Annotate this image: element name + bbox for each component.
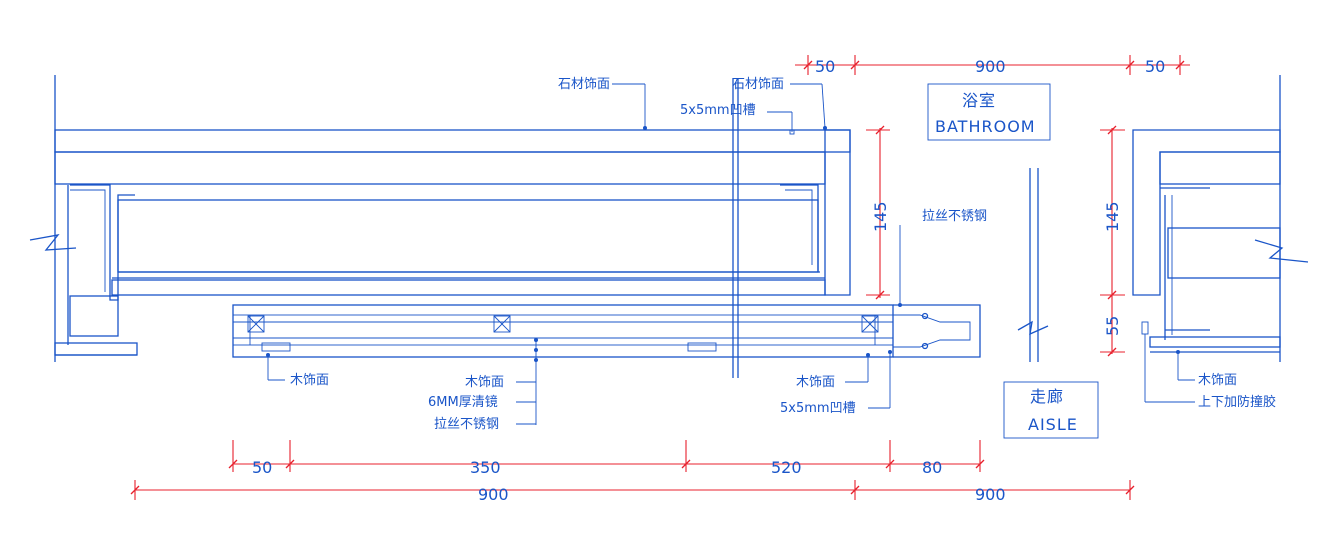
stone-finish-label-left: 石材饰面 — [558, 77, 610, 92]
leader-wood-left: 木饰面 — [266, 353, 329, 388]
aisle-label-en: AISLE — [1028, 415, 1078, 434]
bathroom-label-box: 浴室 BATHROOM — [927, 83, 1051, 141]
wood-finish-label-middle: 木饰面 — [465, 375, 504, 390]
bumper-rubber-label: 上下加防撞胶 — [1198, 394, 1276, 410]
dim-bottom-350: 350 — [470, 458, 501, 477]
leader-door-right: 木饰面 5x5mm凹槽 — [780, 350, 892, 416]
groove-label-top: 5x5mm凹槽 — [680, 103, 756, 118]
dimension-bottom-segments: 50 350 520 80 — [228, 440, 985, 477]
dim-total-left-900: 900 — [478, 485, 509, 504]
blocking-left — [247, 315, 265, 333]
groove-label-bottom: 5x5mm凹槽 — [780, 401, 856, 416]
dim-top-right-50: 50 — [1145, 57, 1165, 76]
leader-groove-top: 5x5mm凹槽 — [680, 103, 795, 135]
wood-finish-label-door: 木饰面 — [796, 375, 835, 390]
bathroom-label-en: BATHROOM — [935, 117, 1036, 136]
aisle-label-cn: 走廊 — [1030, 387, 1064, 406]
leader-stone-left: 石材饰面 — [558, 77, 647, 130]
aisle-label-box: 走廊 AISLE — [1003, 381, 1099, 439]
left-wall-section — [29, 75, 851, 378]
dim-bottom-520: 520 — [771, 458, 802, 477]
dimension-top: 50 900 50 — [795, 55, 1190, 76]
bathroom-label-cn: 浴室 — [962, 91, 996, 110]
wood-finish-label-left: 木饰面 — [290, 373, 329, 388]
dim-bottom-50: 50 — [252, 458, 272, 477]
dimension-vertical-right: 145 55 — [1100, 125, 1125, 357]
mirror-label: 6MM厚清镜 — [428, 395, 498, 410]
dim-vertical-55: 55 — [1103, 316, 1122, 336]
dimension-vertical-left: 145 — [866, 125, 890, 300]
stone-finish-label-right: 石材饰面 — [732, 77, 784, 92]
dimension-bottom-total: 900 900 — [130, 480, 1135, 504]
blocking-right — [861, 315, 879, 333]
leader-stack-middle: 木饰面 6MM厚清镜 拉丝不锈钢 — [428, 338, 538, 432]
right-wall-section — [1132, 75, 1309, 362]
wood-finish-label-far-right: 木饰面 — [1198, 373, 1237, 388]
center-stud — [1017, 168, 1049, 362]
dim-vertical-145-right: 145 — [1103, 201, 1122, 232]
sliding-door-panel — [232, 304, 981, 358]
blocking-middle — [493, 315, 511, 333]
dim-top-900: 900 — [975, 57, 1006, 76]
leader-stone-right: 石材饰面 — [732, 77, 827, 130]
leader-far-right: 木饰面 上下加防撞胶 — [1144, 334, 1276, 410]
dim-total-right-900: 900 — [975, 485, 1006, 504]
leader-brushed-steel-right: 拉丝不锈钢 — [898, 209, 987, 307]
brushed-steel-label-bottom: 拉丝不锈钢 — [434, 417, 499, 432]
brushed-steel-label-right: 拉丝不锈钢 — [922, 209, 987, 224]
dim-vertical-145-left: 145 — [871, 201, 890, 232]
dim-top-left-50: 50 — [815, 57, 835, 76]
dim-bottom-80: 80 — [922, 458, 942, 477]
